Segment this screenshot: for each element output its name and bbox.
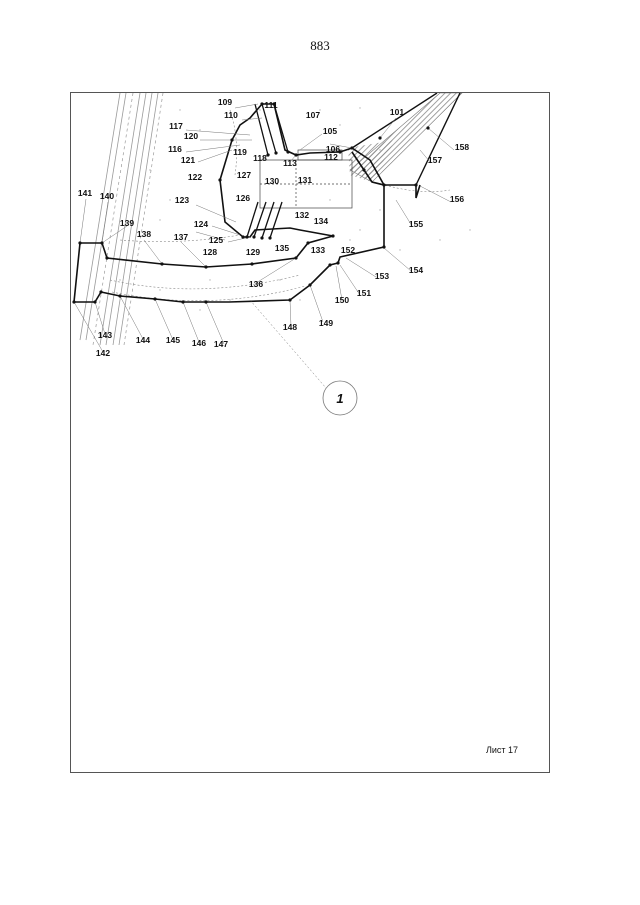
point-label-126: 126: [236, 193, 250, 203]
point-label-131: 131: [298, 175, 312, 185]
point-label-122: 122: [188, 172, 202, 182]
callout-circle: [322, 380, 358, 416]
point-label-112: 112: [324, 152, 338, 162]
point-label-136: 136: [249, 279, 263, 289]
sheet-label: Лист 17: [486, 745, 519, 755]
point-label-151: 151: [357, 288, 371, 298]
parcel-boundary-diagonal-top2: [351, 93, 438, 149]
point-label-135: 135: [275, 243, 289, 253]
point-label-157: 157: [428, 155, 442, 165]
point-label-146: 146: [192, 338, 206, 348]
point-label-123: 123: [175, 195, 189, 205]
page-number: 883: [310, 38, 330, 53]
terrain-dots: [119, 107, 471, 311]
point-label-128: 128: [203, 247, 217, 257]
parcel-boundary-east: [337, 151, 385, 264]
road-dashes: [92, 93, 164, 346]
point-label-125: 125: [209, 235, 223, 245]
point-label-145: 145: [166, 335, 180, 345]
point-label-144: 144: [136, 335, 150, 345]
point-label-127: 127: [237, 170, 251, 180]
point-label-110: 110: [224, 110, 238, 120]
boundary-vertices: [72, 102, 430, 304]
point-label-158: 158: [455, 142, 469, 152]
point-label-111: 111: [264, 100, 278, 110]
leader-lines: [73, 103, 455, 353]
point-label-148: 148: [283, 322, 297, 332]
point-label-116: 116: [168, 144, 182, 154]
road-lines: [79, 93, 159, 346]
point-label-105: 105: [323, 126, 337, 136]
callout-leader: [249, 299, 327, 389]
point-label-153: 153: [375, 271, 389, 281]
point-label-149: 149: [319, 318, 333, 328]
point-label-156: 156: [450, 194, 464, 204]
point-label-137: 137: [174, 232, 188, 242]
point-label-141: 141: [78, 188, 92, 198]
point-label-147: 147: [214, 339, 228, 349]
point-label-140: 140: [100, 191, 114, 201]
point-labels: 101 105 106 107 109 110 111 112 113 116 117 118 119 1…: [78, 97, 469, 358]
point-label-139: 139: [120, 218, 134, 228]
point-label-117: 117: [169, 121, 183, 131]
contour-lines: [109, 109, 451, 301]
point-label-130: 130: [265, 176, 279, 186]
point-label-107: 107: [306, 110, 320, 120]
point-label-133: 133: [311, 245, 325, 255]
point-label-155: 155: [409, 219, 423, 229]
access-strips: [246, 103, 289, 239]
point-label-154: 154: [409, 265, 423, 275]
sheet-frame: [70, 92, 550, 773]
point-label-142: 142: [96, 348, 110, 358]
point-label-138: 138: [137, 229, 151, 239]
hatched-strip-lower: [348, 140, 395, 182]
point-label-150: 150: [335, 295, 349, 305]
point-label-101: 101: [390, 107, 404, 117]
callout-number: 1: [336, 391, 343, 406]
point-label-113: 113: [283, 158, 297, 168]
point-label-143: 143: [98, 330, 112, 340]
point-label-109: 109: [218, 97, 232, 107]
point-label-152: 152: [341, 245, 355, 255]
point-label-129: 129: [246, 247, 260, 257]
point-label-106: 106: [326, 144, 340, 154]
point-label-119: 119: [233, 147, 247, 157]
point-label-132: 132: [295, 210, 309, 220]
point-label-118: 118: [253, 153, 267, 163]
point-label-120: 120: [184, 131, 198, 141]
point-label-134: 134: [314, 216, 328, 226]
parcel-boundary-diagonal-top: [415, 93, 461, 186]
point-label-124: 124: [194, 219, 208, 229]
point-label-121: 121: [181, 155, 195, 165]
